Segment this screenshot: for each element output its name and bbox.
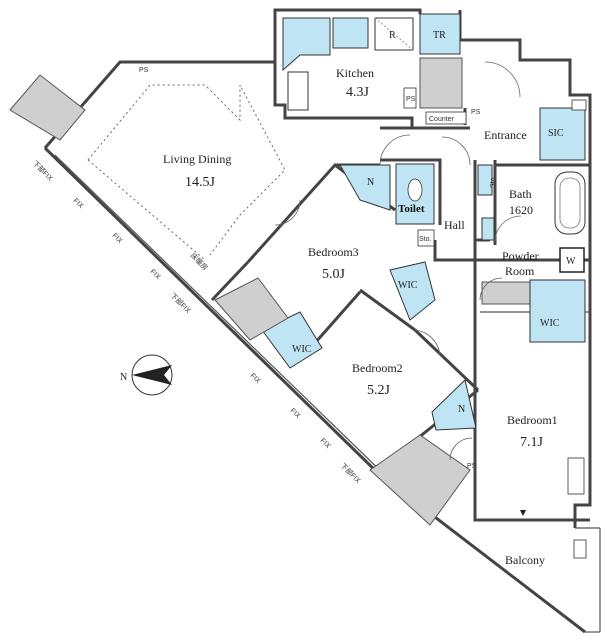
sic-closet <box>539 107 586 161</box>
fridge-label: R <box>389 30 396 41</box>
powder-name: Powder <box>502 249 539 263</box>
fix-label-5: 下部FIX <box>169 291 193 315</box>
n-closet-bedroom3 <box>339 164 391 211</box>
fix-label-8: FIX <box>319 437 332 450</box>
kitchen-name: Kitchen <box>336 66 374 80</box>
living-name: Living Dining <box>163 152 231 166</box>
bedroom1-name: Bedroom1 <box>507 413 558 427</box>
wic-label-3: WIC <box>398 280 418 291</box>
counter-label: Counter <box>429 116 455 123</box>
bath-size: 1620 <box>509 203 533 217</box>
hall-name: Hall <box>444 218 465 232</box>
ps-counter: PS <box>471 109 481 116</box>
ps-living: PS <box>139 67 149 74</box>
toilet-name: Toilet <box>398 203 425 215</box>
bedroom1-size: 7.1J <box>520 435 544 450</box>
wic-label-1: WIC <box>540 318 560 329</box>
ps-kitchen: PS <box>406 96 416 103</box>
bedroom2-name: Bedroom2 <box>352 361 403 375</box>
floor-heating-label: 床暖房 <box>189 251 210 272</box>
sto-label-2: Sto. <box>419 236 432 243</box>
ps-bedroom1: PS <box>467 463 477 470</box>
sto-hall <box>477 164 493 196</box>
living-size: 14.5J <box>185 175 216 190</box>
washer-label: W <box>566 256 576 267</box>
shoe-area <box>419 57 463 109</box>
fix-label-3: FIX <box>111 232 124 245</box>
sic-label: SIC <box>548 128 564 139</box>
compass-icon: N <box>120 354 173 396</box>
bath-name: Bath <box>509 187 532 201</box>
compass-n-label: N <box>120 372 127 383</box>
tr-storage <box>419 13 461 55</box>
pillar-1 <box>214 277 289 341</box>
tr-label: TR <box>433 30 446 41</box>
fix-label-7: FIX <box>289 407 302 420</box>
outer-walls <box>43 8 601 634</box>
outdoor-unit <box>9 74 86 141</box>
kitchen-counter <box>282 17 331 72</box>
fix-label-4: FIX <box>149 268 162 281</box>
kitchen-size: 4.3J <box>346 85 370 100</box>
n-label-2: N <box>458 404 465 415</box>
bedroom2-size: 5.2J <box>367 383 391 398</box>
sto-label-1: Sto. <box>490 175 497 188</box>
bedroom3-size: 5.0J <box>322 267 346 282</box>
balcony-name: Balcony <box>505 553 545 567</box>
sink <box>287 71 309 111</box>
toilet-bowl <box>407 178 423 202</box>
fix-label-6: FIX <box>249 372 262 385</box>
bedroom3-name: Bedroom3 <box>308 245 359 259</box>
pillar-2 <box>369 434 471 526</box>
fix-label-9: 下部FIX <box>339 461 363 485</box>
powder-name2: Room <box>505 264 535 278</box>
wic-bedroom1 <box>529 279 586 343</box>
n-label-1: N <box>367 177 374 188</box>
n-closet-bedroom2 <box>431 379 477 431</box>
entrance-name: Entrance <box>484 128 527 142</box>
washer <box>559 247 585 273</box>
wic-bedroom3 <box>389 261 436 321</box>
fix-label-2: FIX <box>72 197 85 210</box>
stove <box>332 17 369 49</box>
wic-label-2: WIC <box>292 344 312 355</box>
fix-label-1: 下部FIX <box>31 159 55 183</box>
